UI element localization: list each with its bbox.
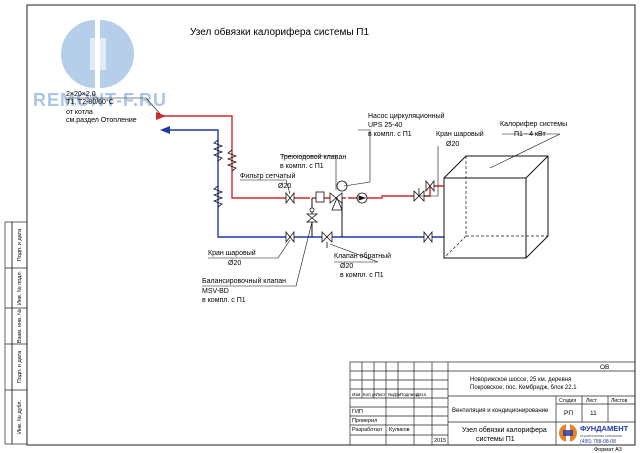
filter-label-2: Ø20 bbox=[278, 183, 291, 190]
col-header-4: №Док bbox=[388, 392, 400, 397]
company-subtitle: строительная компания bbox=[580, 434, 622, 438]
title-block-address-1: Новорижское шоссе, 25 км, деревня bbox=[470, 377, 571, 383]
title-block-code: ОВ bbox=[600, 364, 609, 371]
pump-label-1: Насос циркуляционный bbox=[368, 112, 445, 120]
side-stamp-label-3: Взам. инв. № bbox=[17, 309, 23, 343]
return-arrow-icon bbox=[160, 126, 170, 134]
three-way-valve-label-1: Трехходовой клапан bbox=[280, 153, 346, 161]
ball-valve-bottom-label-2: Ø20 bbox=[228, 260, 241, 267]
return-expansion-icon-1 bbox=[212, 139, 224, 162]
supply-expansion-icon bbox=[226, 149, 238, 172]
ball-valve-bottom-icon bbox=[285, 230, 433, 244]
role-checked: Проверил bbox=[352, 418, 377, 424]
col-header-2: Кол.уч bbox=[363, 392, 377, 397]
col-header-6: Дата bbox=[416, 392, 426, 397]
col-header-3: Лист bbox=[376, 392, 386, 397]
sheets-header: Листов bbox=[611, 398, 628, 404]
check-valve-label-1: Клапан обратный bbox=[334, 252, 391, 260]
heater-label-1: Калорифер системы bbox=[500, 121, 567, 128]
pump-label-2: UPS 25-40 bbox=[368, 122, 402, 129]
check-valve-label-3: в компл. с П1 bbox=[340, 272, 384, 279]
sheet-title-2: системы П1 bbox=[476, 436, 515, 443]
title-block bbox=[349, 361, 636, 446]
watermark-logo-icon bbox=[61, 20, 134, 88]
col-header-1: Изм bbox=[352, 392, 360, 397]
title-block-address-2: Покровское, пос. Кембридж, блок 22.1 bbox=[470, 385, 577, 391]
company-name: ФУНДАМЕНТ bbox=[580, 424, 629, 433]
leader-lines bbox=[202, 129, 561, 287]
pump-icon bbox=[336, 180, 368, 204]
section-name: Вентиляция и кондиционирование bbox=[452, 408, 549, 414]
heat-source-label-4: см.раздел Отопление bbox=[66, 117, 137, 124]
return-pipe bbox=[166, 129, 444, 238]
year: 2015 bbox=[434, 438, 446, 444]
heat-source-label-1: 2×20×2,0 bbox=[66, 91, 96, 98]
col-header-5: Подпись bbox=[400, 392, 418, 397]
sheet-title-1: Узел обвязки калорифера bbox=[462, 426, 547, 434]
heat-source-label-2: T1, T2-80/60°С bbox=[66, 98, 114, 106]
side-stamp-label-2: Инв. № подл. bbox=[17, 270, 23, 305]
side-stamp: Подп. и дата Инв. № подл. Взам. инв. № П… bbox=[4, 221, 28, 445]
balancing-valve-label-3: в компл. с П1 bbox=[202, 297, 246, 304]
side-stamp-label-4: Подп. и дата bbox=[17, 350, 23, 383]
ball-valve-heater-supply-icon bbox=[425, 179, 435, 193]
heater-unit bbox=[443, 155, 549, 259]
sheet-header: Лист bbox=[586, 398, 598, 404]
company-logo-icon bbox=[559, 424, 577, 442]
stage-value: РП bbox=[564, 410, 573, 417]
format-label: Формат А3 bbox=[594, 447, 622, 453]
stage-header: Стадия bbox=[559, 398, 576, 404]
ball-valve-top-label-1: Кран шаровый bbox=[436, 130, 484, 138]
heat-source-label-3: от котла bbox=[66, 109, 93, 116]
supply-arrow-icon bbox=[156, 112, 166, 120]
check-valve-label-2: Ø20 bbox=[340, 263, 353, 270]
pump-label-3: в компл. с П1 bbox=[368, 131, 412, 138]
three-way-valve-label-2: в компл. с П1 bbox=[280, 163, 324, 170]
watermark-text: REMONT-F.RU bbox=[33, 90, 167, 110]
developer-name: Куликов bbox=[389, 427, 410, 433]
ball-valve-top-label-2: Ø20 bbox=[446, 141, 459, 148]
return-expansion-icon-2 bbox=[212, 185, 224, 208]
sheet-value: 11 bbox=[590, 410, 597, 417]
drawing-title: Узел обвязки калорифера системы П1 bbox=[190, 26, 369, 38]
balancing-valve-icon bbox=[305, 207, 319, 223]
side-stamp-label-5: Инв. № дубл. bbox=[17, 400, 23, 435]
balancing-valve-label-1: Балансировочный клапан bbox=[202, 277, 286, 285]
role-developer: Разработал bbox=[352, 427, 382, 433]
balancing-valve-label-2: MSV-BD bbox=[202, 288, 229, 295]
filter-label-1: Фильтр сетчатый bbox=[240, 172, 295, 180]
company-phone: (495) 788-08-08 bbox=[580, 439, 616, 445]
heater-label-2: П1 - 4 кВт bbox=[514, 131, 546, 138]
filter-icon bbox=[285, 191, 295, 205]
side-stamp-label-1: Подп. и дата bbox=[17, 228, 23, 261]
check-valve-icon bbox=[321, 231, 333, 248]
ball-valve-top-icon bbox=[413, 188, 425, 202]
ball-valve-bottom-label-1: Кран шаровый bbox=[208, 249, 256, 257]
three-way-valve-icon bbox=[315, 191, 343, 211]
role-gip: ГИП bbox=[352, 409, 363, 415]
